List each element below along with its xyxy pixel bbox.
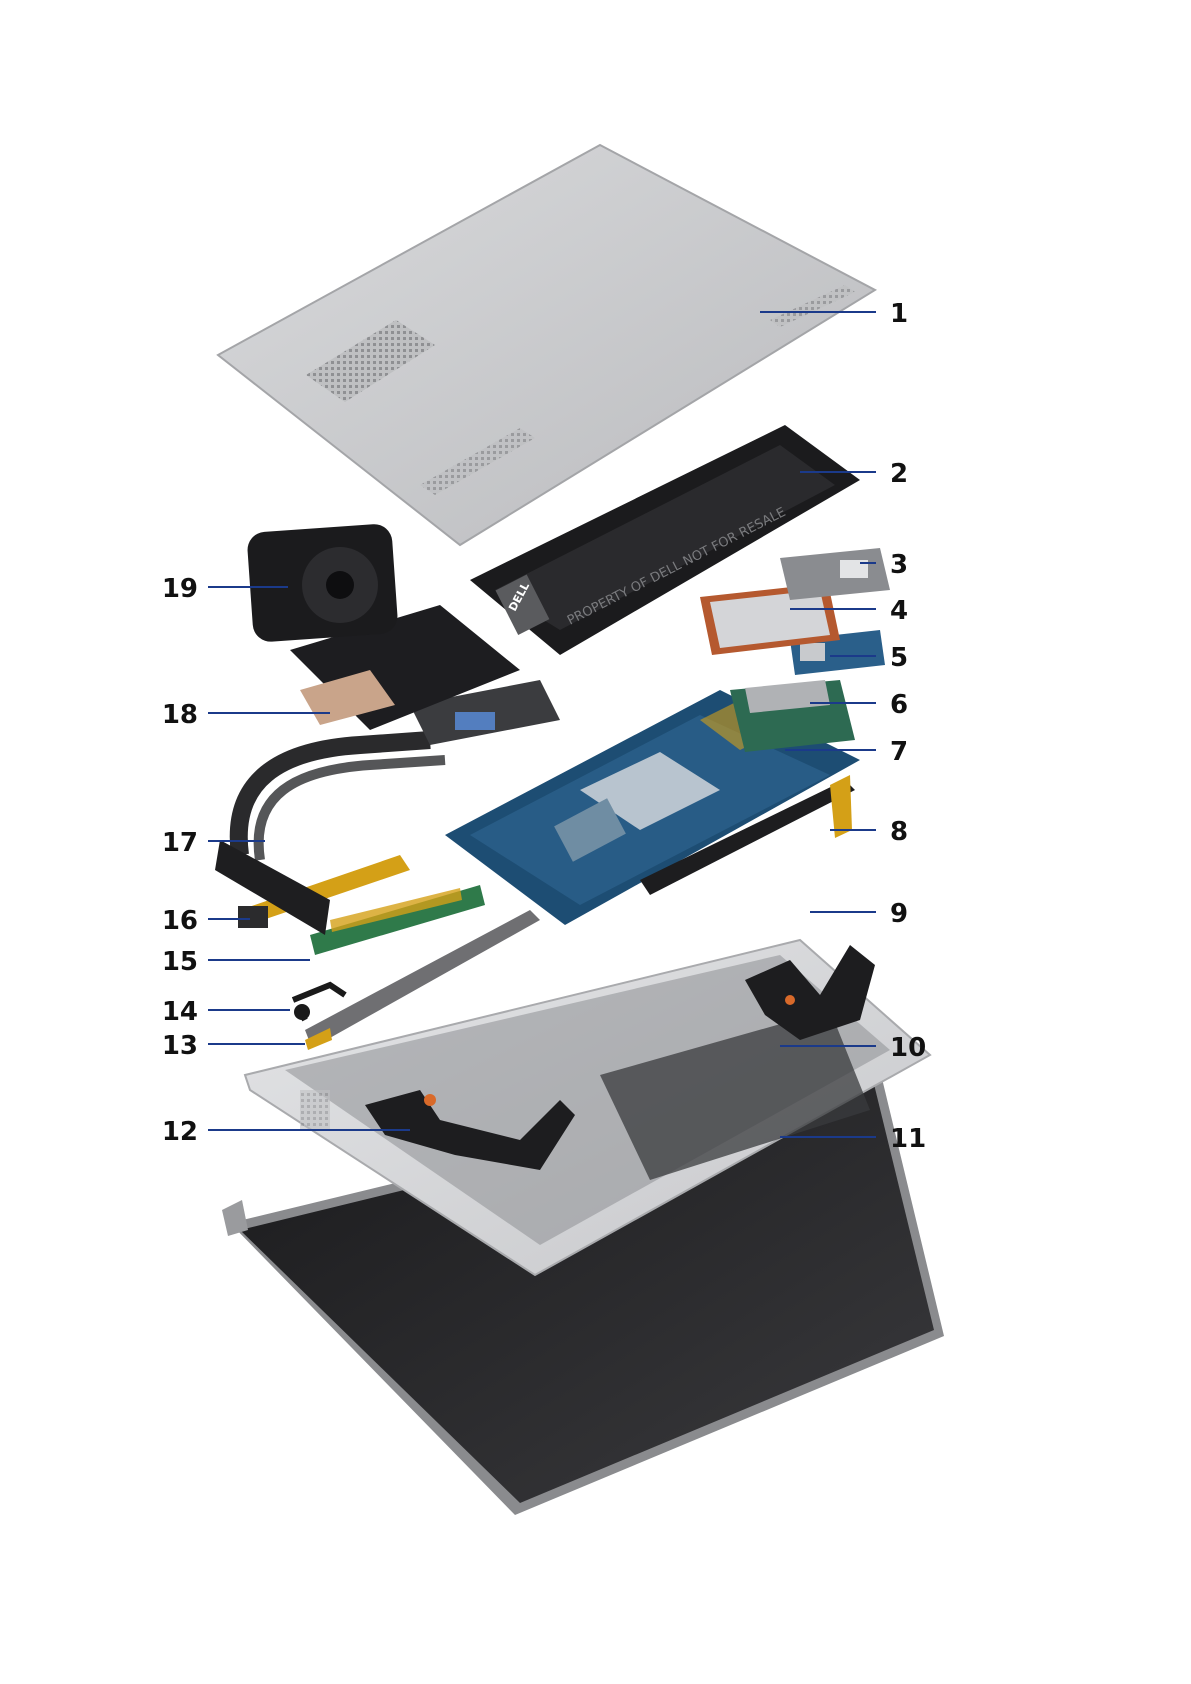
callout-number: 1 [890, 299, 908, 329]
callout-number: 14 [162, 997, 198, 1027]
callout-number: 17 [162, 828, 198, 858]
callout-15: 15 [162, 947, 310, 977]
callout-14: 14 [162, 997, 290, 1027]
ssd-thermal-plate [780, 548, 890, 600]
io-board [310, 885, 485, 955]
callout-number: 4 [890, 596, 908, 626]
callout-number: 19 [162, 574, 198, 604]
callout-number: 7 [890, 737, 908, 767]
wwan-card [730, 680, 855, 752]
callout-number: 16 [162, 906, 198, 936]
callout-number: 11 [890, 1124, 926, 1154]
callout-13: 13 [162, 1031, 305, 1061]
callout-number: 5 [890, 643, 908, 673]
callout-18: 18 [162, 700, 330, 730]
callout-number: 2 [890, 459, 908, 489]
callout-9: 9 [810, 899, 908, 929]
callout-number: 6 [890, 690, 908, 720]
callout-number: 12 [162, 1117, 198, 1147]
callout-number: 18 [162, 700, 198, 730]
fan [246, 523, 398, 643]
callout-number: 3 [890, 550, 908, 580]
callout-number: 8 [890, 817, 908, 847]
callout-16: 16 [162, 906, 250, 936]
callout-number: 10 [890, 1033, 926, 1063]
callout-number: 13 [162, 1031, 198, 1061]
callout-number: 15 [162, 947, 198, 977]
callout-17: 17 [162, 828, 265, 858]
callout-number: 9 [890, 899, 908, 929]
